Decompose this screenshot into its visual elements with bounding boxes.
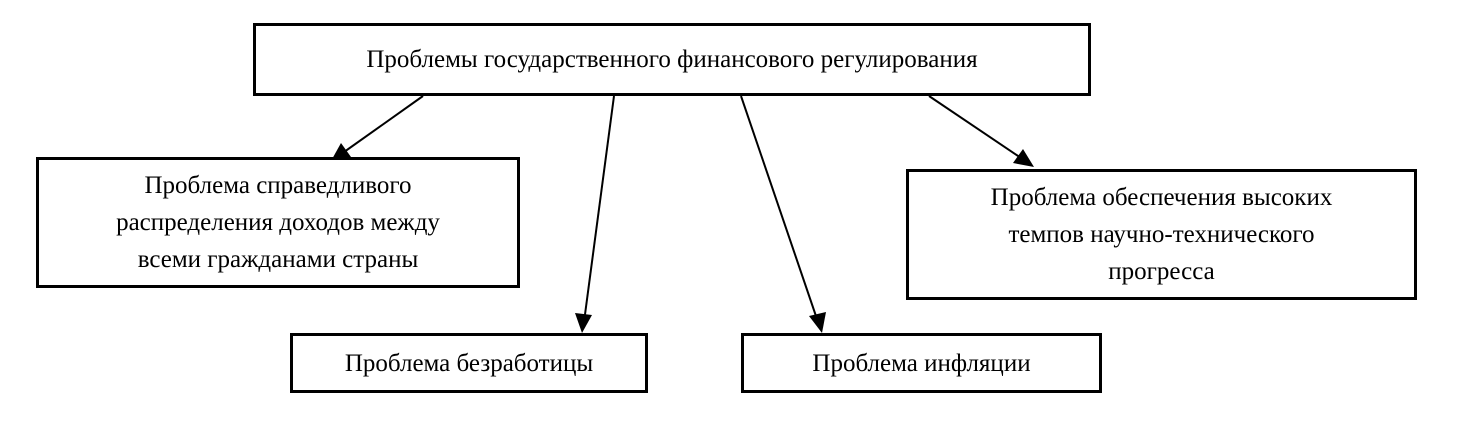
arrow-root-to-inflation (740, 95, 819, 323)
arrowhead-income (331, 143, 351, 161)
node-scientific-progress-line: темпов научно-технического (1008, 221, 1315, 248)
node-scientific-progress-line: прогресса (1108, 258, 1215, 285)
node-unemployment: Проблема безработицы (290, 333, 648, 393)
node-income-distribution-line: распределения доходов между (116, 209, 440, 236)
node-income-distribution-text: Проблема справедливого распределения дох… (116, 167, 440, 278)
arrow-root-to-income (336, 95, 424, 158)
node-scientific-progress-text: Проблема обеспечения высоких темпов науч… (991, 179, 1333, 290)
node-income-distribution: Проблема справедливого распределения дох… (36, 157, 520, 288)
node-inflation: Проблема инфляции (741, 333, 1102, 393)
node-inflation-label: Проблема инфляции (812, 349, 1031, 377)
node-scientific-progress-line: Проблема обеспечения высоких (990, 184, 1333, 211)
node-scientific-progress: Проблема обеспечения высоких темпов науч… (906, 169, 1417, 300)
arrowhead-unemployment (575, 313, 592, 333)
node-unemployment-label: Проблема безработицы (344, 349, 594, 377)
arrow-root-to-scientific-progress (928, 95, 1025, 161)
root-node-label: Проблемы государственного финансового ре… (366, 46, 978, 73)
arrow-root-to-unemployment (583, 95, 615, 323)
root-node: Проблемы государственного финансового ре… (253, 23, 1091, 96)
node-income-distribution-line: Проблема справедливого (144, 172, 412, 199)
node-income-distribution-line: всеми гражданами страны (137, 246, 419, 273)
arrowhead-scientific-progress (1013, 149, 1034, 167)
arrowhead-inflation (809, 312, 826, 333)
